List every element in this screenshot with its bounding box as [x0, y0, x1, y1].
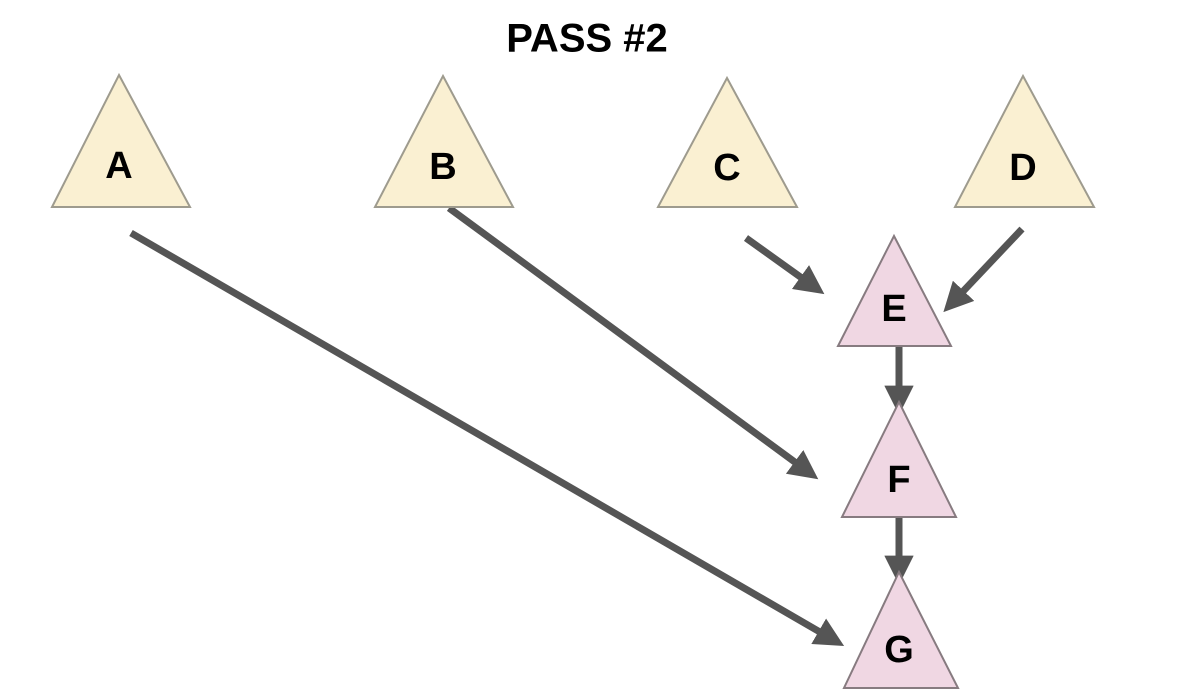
- page-title: PASS #2: [506, 17, 668, 61]
- node-label: G: [884, 629, 914, 671]
- node-label: F: [887, 459, 910, 501]
- nodes-layer: A B C D E F G: [50, 72, 1096, 689]
- triangle-icon: [842, 569, 960, 689]
- node-label: D: [1009, 147, 1036, 189]
- edge-a-to-g: [129, 229, 845, 647]
- node-d[interactable]: D: [953, 73, 1096, 208]
- arrow-icon: [943, 226, 1025, 313]
- node-e[interactable]: E: [836, 233, 953, 347]
- arrow-icon: [446, 205, 819, 480]
- triangle-icon: [373, 73, 515, 208]
- triangle-icon: [50, 72, 192, 208]
- node-c[interactable]: C: [656, 75, 799, 208]
- node-g[interactable]: G: [842, 569, 960, 689]
- triangle-icon: [840, 399, 958, 518]
- node-label: B: [429, 146, 456, 188]
- node-a[interactable]: A: [50, 72, 192, 208]
- edges-layer: [129, 205, 1025, 647]
- triangle-icon: [953, 73, 1096, 208]
- node-label: C: [713, 147, 740, 189]
- edge-d-to-e: [943, 226, 1025, 313]
- node-f[interactable]: F: [840, 399, 958, 518]
- edge-c-to-e: [743, 235, 825, 295]
- triangle-icon: [656, 75, 799, 208]
- arrow-icon: [129, 229, 845, 647]
- node-b[interactable]: B: [373, 73, 515, 208]
- triangle-icon: [836, 233, 953, 347]
- node-label: E: [881, 288, 906, 330]
- edge-b-to-f: [446, 205, 819, 480]
- arrow-icon: [743, 235, 825, 295]
- node-label: A: [105, 145, 132, 187]
